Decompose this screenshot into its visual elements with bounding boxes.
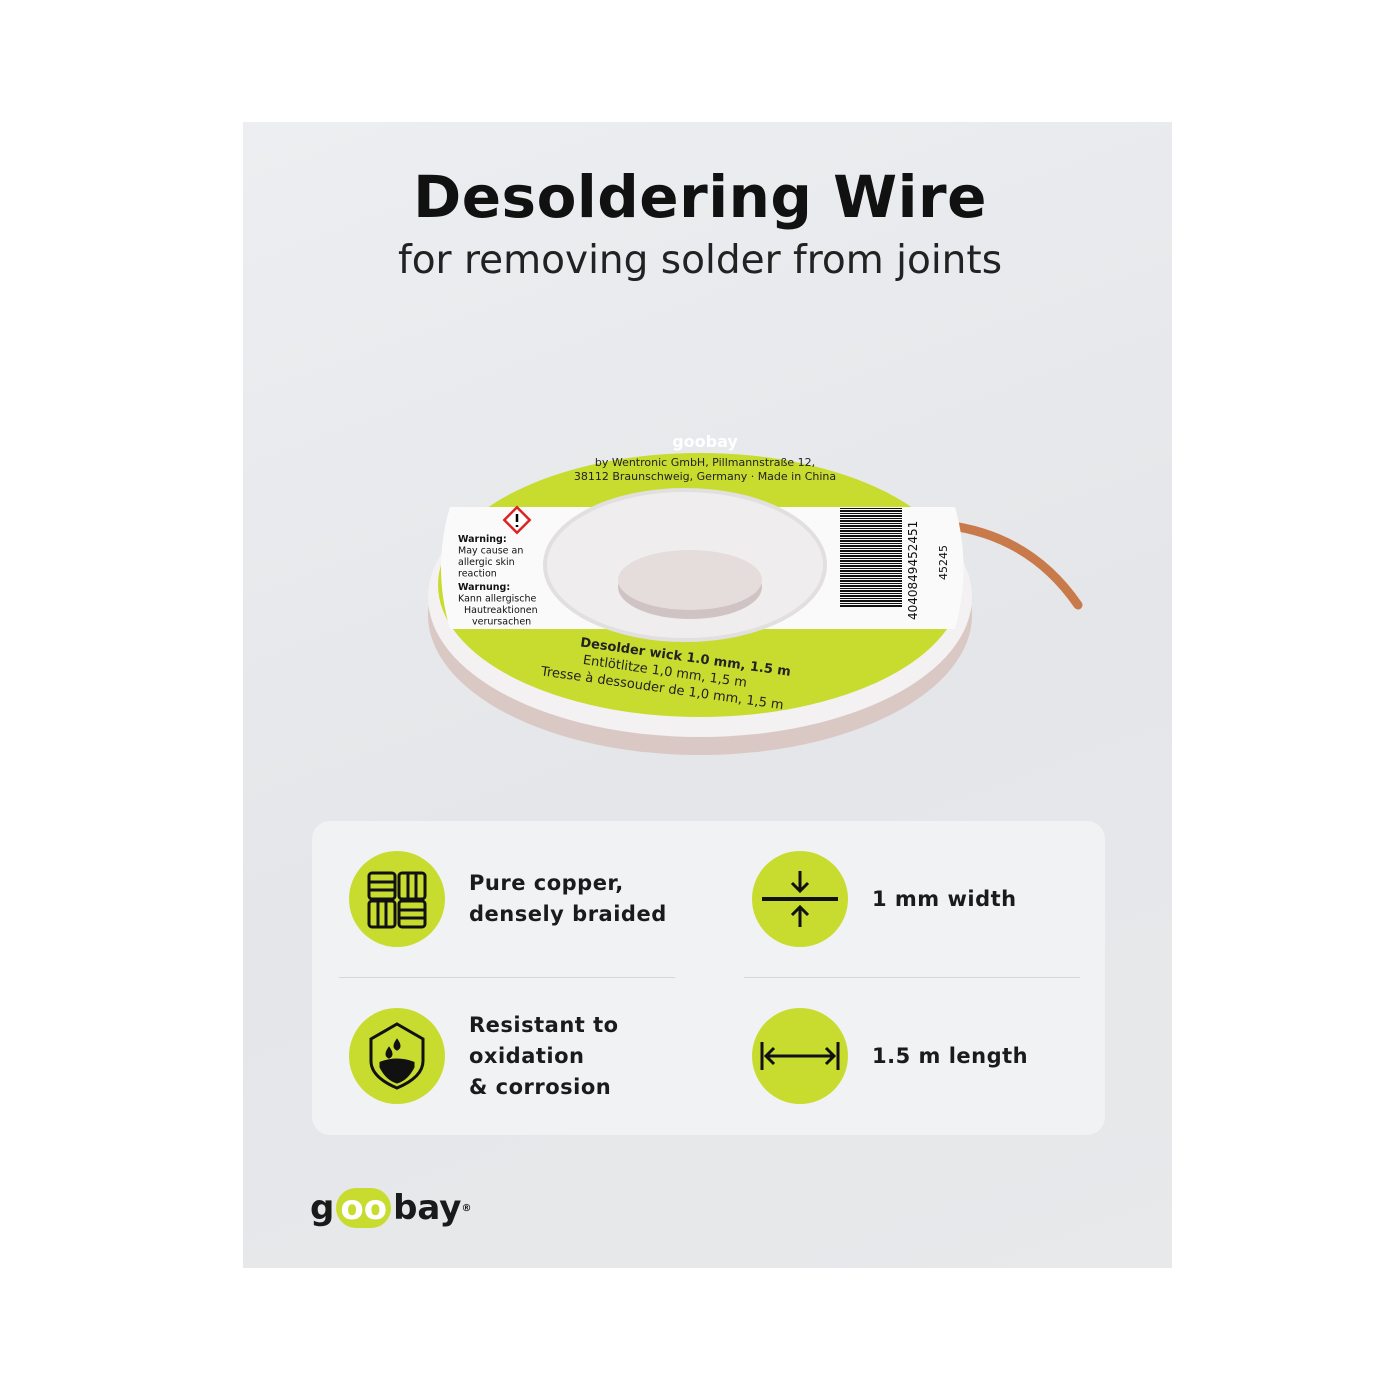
feature-text: & corrosion <box>469 1074 612 1099</box>
feature-length: 1.5 m length <box>752 1008 1028 1104</box>
feature-pure-copper: Pure copper, densely braided <box>349 851 667 947</box>
copper-wire <box>940 520 1083 610</box>
width-arrows-icon <box>752 851 848 947</box>
page-subtitle: for removing solder from joints <box>397 238 1003 283</box>
features-card: Pure copper, densely braided 1 mm width R… <box>312 821 1105 1135</box>
divider <box>339 977 675 978</box>
divider <box>744 977 1080 978</box>
logo-registered: ® <box>461 1202 472 1214</box>
shield-drop-icon <box>349 1008 445 1104</box>
braided-copper-icon <box>349 851 445 947</box>
logo-text: bay <box>393 1188 462 1228</box>
warning-text: Warnung: <box>458 582 510 593</box>
warning-text: Hautreaktionen <box>464 605 538 616</box>
logo-text: g <box>310 1188 335 1228</box>
warning-text: verursachen <box>472 617 531 628</box>
feature-text: Pure copper, <box>469 871 624 895</box>
barcode: 4040849452451 45245 <box>840 507 950 620</box>
feature-text: oxidation <box>469 1043 585 1068</box>
manufacturer-line: 38112 Braunschweig, Germany · Made in Ch… <box>574 470 836 483</box>
page-title: Desoldering Wire <box>413 163 987 231</box>
warning-text: allergic skin <box>458 557 515 568</box>
feature-resistant: Resistant to oxidation & corrosion <box>349 1008 619 1104</box>
feature-text: Resistant to <box>469 1012 619 1037</box>
feature-width: 1 mm width <box>752 851 1017 947</box>
feature-text: densely braided <box>469 902 667 926</box>
warning-text: May cause an <box>458 546 523 557</box>
spool-image: goobay by Wentronic GmbH, Pillmannstraße… <box>428 432 1083 755</box>
length-arrows-icon <box>752 1008 848 1104</box>
logo-text: oo <box>336 1188 392 1228</box>
barcode-number: 4040849452451 <box>906 521 920 620</box>
spool-brand: goobay <box>672 432 738 451</box>
article-number: 45245 <box>937 545 950 580</box>
manufacturer-line: by Wentronic GmbH, Pillmannstraße 12, <box>595 456 815 469</box>
feature-text: 1 mm width <box>872 886 1017 911</box>
hazard-warning-icon <box>502 505 532 535</box>
warning-text: Warning: <box>458 534 507 545</box>
warning-text: reaction <box>458 569 497 580</box>
feature-text: 1.5 m length <box>872 1043 1029 1068</box>
warning-text: Kann allergische <box>458 594 536 605</box>
